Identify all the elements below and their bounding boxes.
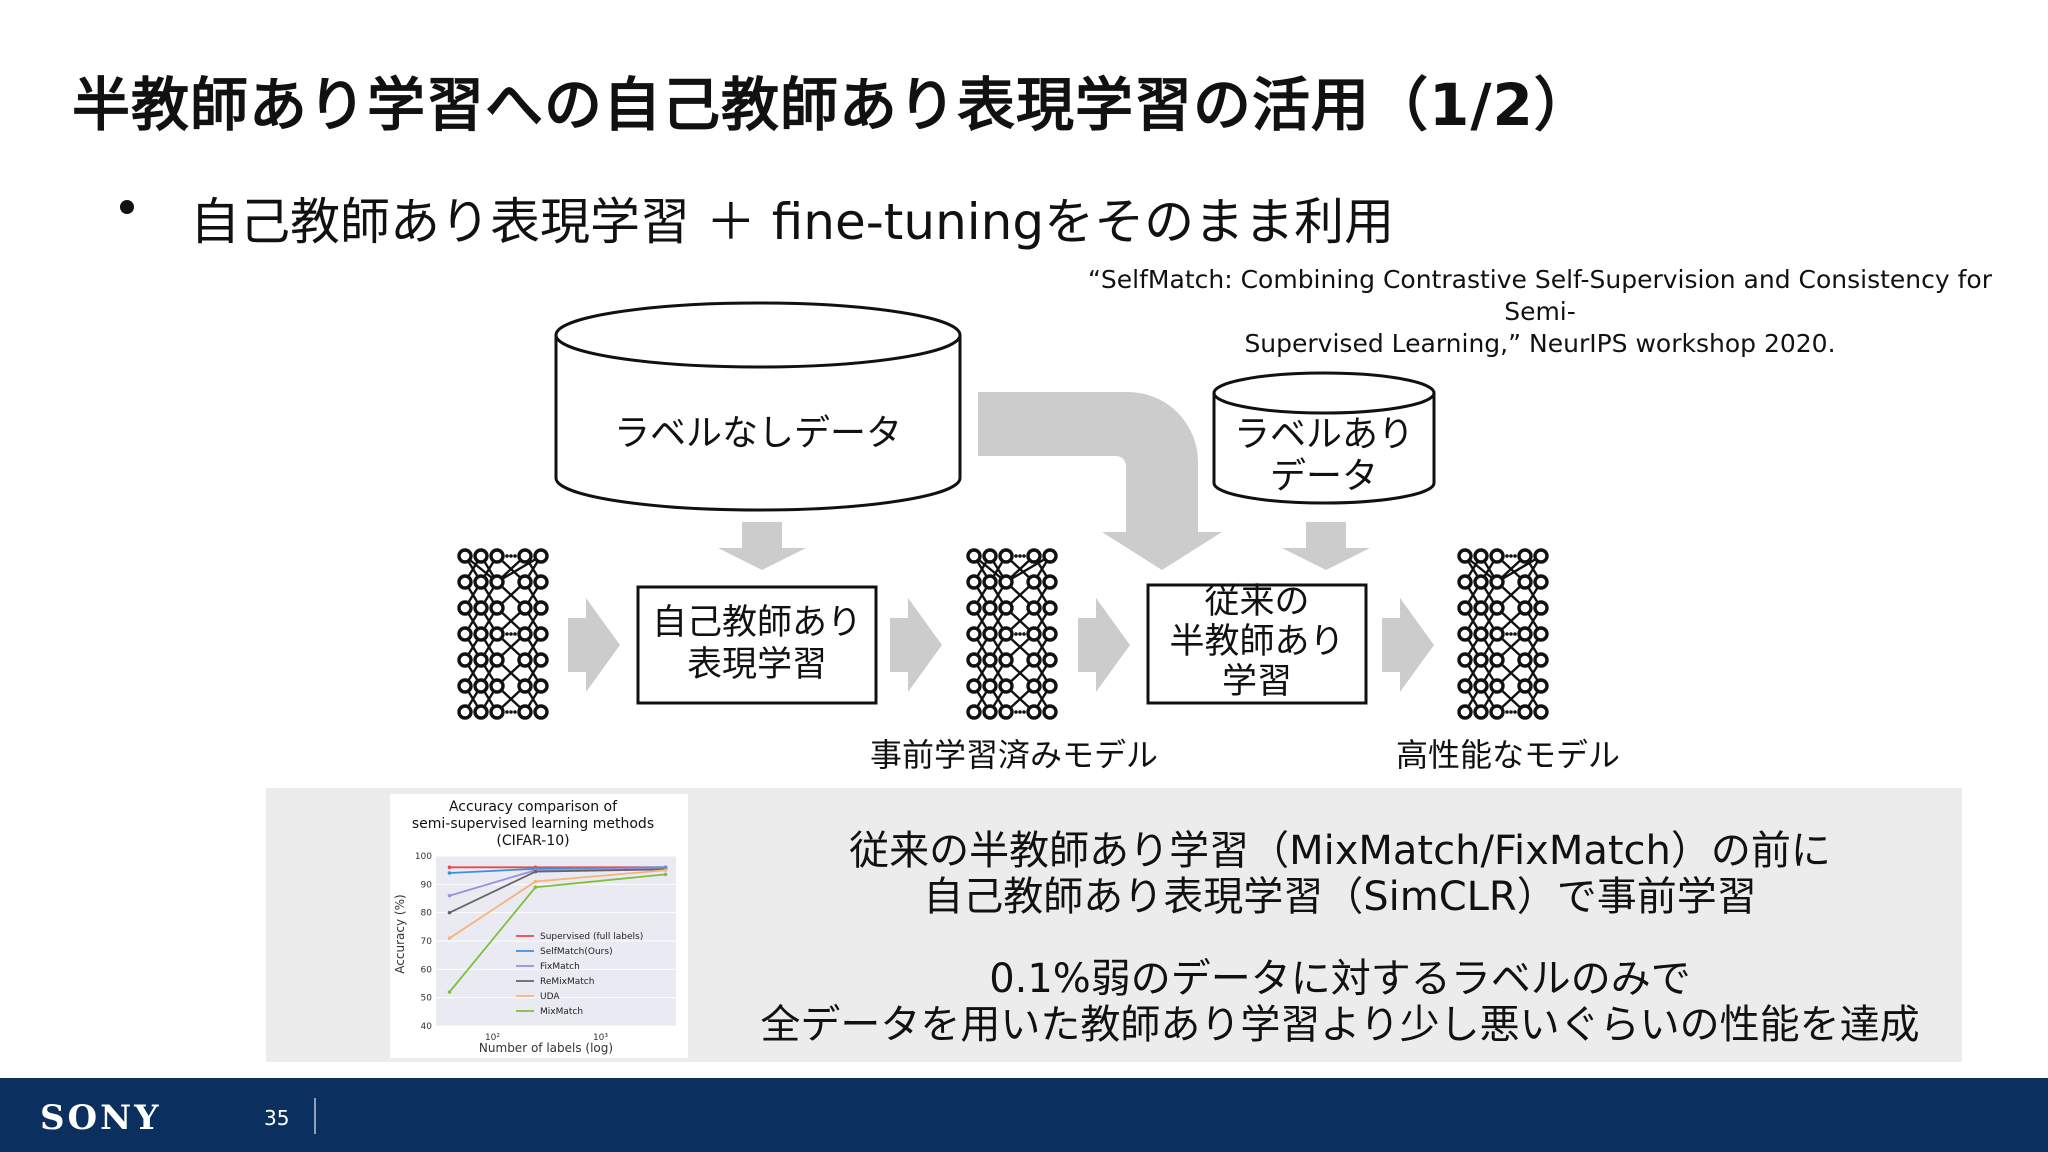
network-icon-input bbox=[457, 548, 549, 720]
chart-data-point bbox=[447, 910, 452, 915]
labeled-data-label: ラベルあり データ bbox=[1214, 414, 1434, 498]
pretrained-model-caption: 事前学習済みモデル bbox=[870, 736, 1159, 774]
bullet-text: 自己教師あり表現学習 ＋ fine-tuningをそのまま利用 bbox=[190, 193, 1395, 251]
network-icon-pretrained bbox=[966, 548, 1058, 720]
panel-line-1: 従来の半教師あり学習（MixMatch/FixMatch）の前に bbox=[849, 828, 1831, 874]
right-arrow-4 bbox=[1382, 598, 1434, 692]
chart-data-point bbox=[533, 885, 538, 889]
chart-plot-area: 100 90 80 70 60 50 40 10² 10³ Supervised (full la… bbox=[415, 852, 676, 1043]
chart-title-1: Accuracy comparison of bbox=[449, 799, 618, 815]
chart-title-2: semi-supervised learning methods bbox=[412, 816, 654, 832]
chart-data-point bbox=[447, 893, 452, 898]
chart-ytick-label: 50 bbox=[421, 994, 433, 1004]
footer-divider bbox=[314, 1098, 316, 1134]
page-number: 35 bbox=[264, 1106, 290, 1130]
chart-legend-label: FixMatch bbox=[540, 962, 580, 972]
semi-box-line-1: 従来の bbox=[1204, 582, 1310, 622]
chart-ytick-label: 60 bbox=[421, 965, 433, 975]
right-arrow-3 bbox=[1078, 598, 1130, 692]
slide-title: 半教師あり学習への自己教師あり表現学習の活用（1/2） bbox=[72, 71, 1593, 139]
chart-ytick-label: 40 bbox=[421, 1022, 433, 1032]
final-model-caption: 高性能なモデル bbox=[1396, 736, 1621, 774]
bullet-dot bbox=[120, 200, 134, 214]
citation-line-1: “SelfMatch: Combining Contrastive Self-S… bbox=[1087, 265, 1993, 326]
chart-data-point bbox=[663, 872, 668, 877]
chart-ytick-label: 80 bbox=[421, 909, 433, 919]
chart-legend-label: MixMatch bbox=[540, 1007, 583, 1017]
ssl-box-line-1: 自己教師あり bbox=[651, 603, 862, 643]
chart-xtick-label: 10³ bbox=[593, 1033, 608, 1043]
chart-legend-label: Supervised (full labels) bbox=[540, 932, 643, 942]
semi-box-line-2: 半教師あり bbox=[1169, 622, 1345, 662]
chart-ytick-label: 90 bbox=[421, 880, 433, 890]
chart-legend-label: UDA bbox=[540, 992, 560, 1002]
chart-xtick-label: 10² bbox=[485, 1033, 500, 1043]
unlabeled-data-label: ラベルなしデータ bbox=[613, 413, 902, 454]
ssl-box-label: 自己教師あり 表現学習 bbox=[638, 602, 876, 686]
chart-data-point bbox=[663, 868, 668, 872]
chart-legend-label: ReMixMatch bbox=[540, 977, 594, 987]
chart-xlabel: Number of labels (log) bbox=[479, 1041, 613, 1055]
chart-ylabel: Accuracy (%) bbox=[393, 894, 407, 973]
chart-data-point bbox=[447, 936, 452, 940]
citation: “SelfMatch: Combining Contrastive Self-S… bbox=[1070, 264, 2010, 360]
accuracy-chart-svg: Accuracy comparison of semi-supervised l… bbox=[393, 799, 676, 1055]
bent-arrow bbox=[978, 392, 1222, 570]
chart-data-point bbox=[533, 879, 538, 884]
semi-box-label: 従来の 半教師あり 学習 bbox=[1148, 582, 1366, 702]
labeled-data-cylinder bbox=[1212, 371, 1436, 505]
labeled-data-line-2: データ bbox=[1269, 456, 1378, 497]
panel-line-2: 自己教師あり表現学習（SimCLR）で事前学習 bbox=[923, 874, 1757, 920]
citation-line-2: Supervised Learning,” NeurIPS workshop 2… bbox=[1244, 329, 1836, 358]
semi-box bbox=[1146, 583, 1368, 705]
chart-legend-label: SelfMatch(Ours) bbox=[540, 947, 613, 957]
sony-logo: SONY bbox=[40, 1098, 162, 1138]
down-arrow-2 bbox=[1282, 522, 1370, 570]
down-arrow-1 bbox=[718, 522, 806, 570]
right-arrow-1 bbox=[568, 598, 620, 692]
chart-data-point bbox=[447, 871, 452, 875]
footer-bar bbox=[0, 1078, 2048, 1152]
right-arrow-2 bbox=[890, 598, 942, 692]
ssl-box-line-2: 表現学習 bbox=[686, 645, 827, 685]
unlabeled-data-cylinder bbox=[554, 301, 962, 512]
chart-data-point bbox=[533, 869, 538, 874]
labeled-data-line-1: ラベルあり bbox=[1233, 414, 1414, 455]
panel-line-3: 0.1%弱のデータに対するラベルのみで bbox=[989, 956, 1691, 1002]
chart-title-3: (CIFAR-10) bbox=[496, 833, 569, 849]
chart-data-point bbox=[447, 865, 452, 870]
chart-ytick-label: 70 bbox=[421, 937, 433, 947]
semi-box-line-3: 学習 bbox=[1221, 662, 1292, 702]
chart-ytick-label: 100 bbox=[415, 852, 432, 862]
chart-data-point bbox=[447, 990, 452, 994]
ssl-box bbox=[636, 585, 878, 705]
panel-line-4: 全データを用いた教師あり学習より少し悪いぐらいの性能を達成 bbox=[760, 1002, 1920, 1048]
network-icon-final bbox=[1457, 548, 1549, 720]
accuracy-chart: Accuracy comparison of semi-supervised l… bbox=[390, 794, 688, 1058]
